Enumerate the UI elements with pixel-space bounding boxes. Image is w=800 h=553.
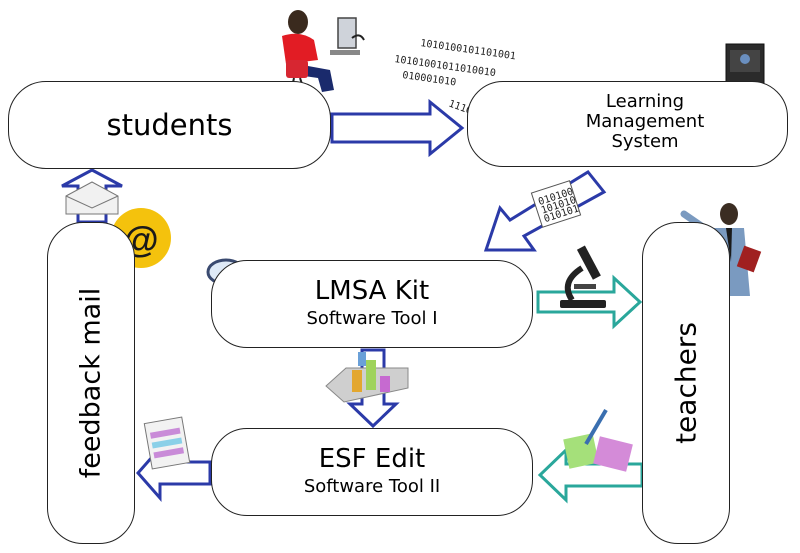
lmsa-kit-subtitle: Software Tool I bbox=[306, 308, 438, 329]
lms-label-line-1: Learning bbox=[605, 91, 685, 112]
lms-node: Learning Management System bbox=[467, 81, 788, 167]
esf-edit-node: ESF Edit Software Tool II bbox=[211, 428, 533, 516]
pen-and-papers-icon bbox=[563, 408, 633, 472]
open-mail-icon bbox=[65, 181, 119, 215]
lmsa-kit-node: LMSA Kit Software Tool I bbox=[211, 260, 533, 348]
lms-label-line-2: Management bbox=[585, 111, 705, 132]
lmsa-kit-title: LMSA Kit bbox=[314, 276, 430, 306]
arrow-students-to-lms bbox=[330, 98, 465, 158]
teachers-node: teachers bbox=[642, 222, 730, 544]
esf-edit-subtitle: Software Tool II bbox=[303, 476, 441, 497]
lms-label: Learning Management System bbox=[565, 92, 725, 152]
teachers-label: teachers bbox=[669, 322, 703, 444]
students-node: students bbox=[8, 81, 331, 169]
feedback-mail-node: feedback mail bbox=[47, 222, 135, 544]
report-sheet-icon bbox=[143, 416, 191, 470]
microscope-icon bbox=[560, 245, 606, 308]
binary-line-3: 010001010 bbox=[402, 70, 457, 88]
feedback-mail-label: feedback mail bbox=[75, 287, 107, 479]
lms-label-line-3: System bbox=[611, 131, 679, 152]
students-label: students bbox=[106, 108, 233, 142]
bar-chart-icon bbox=[325, 352, 409, 403]
arrow-teachers-to-esf bbox=[537, 446, 644, 504]
esf-edit-title: ESF Edit bbox=[318, 444, 426, 474]
